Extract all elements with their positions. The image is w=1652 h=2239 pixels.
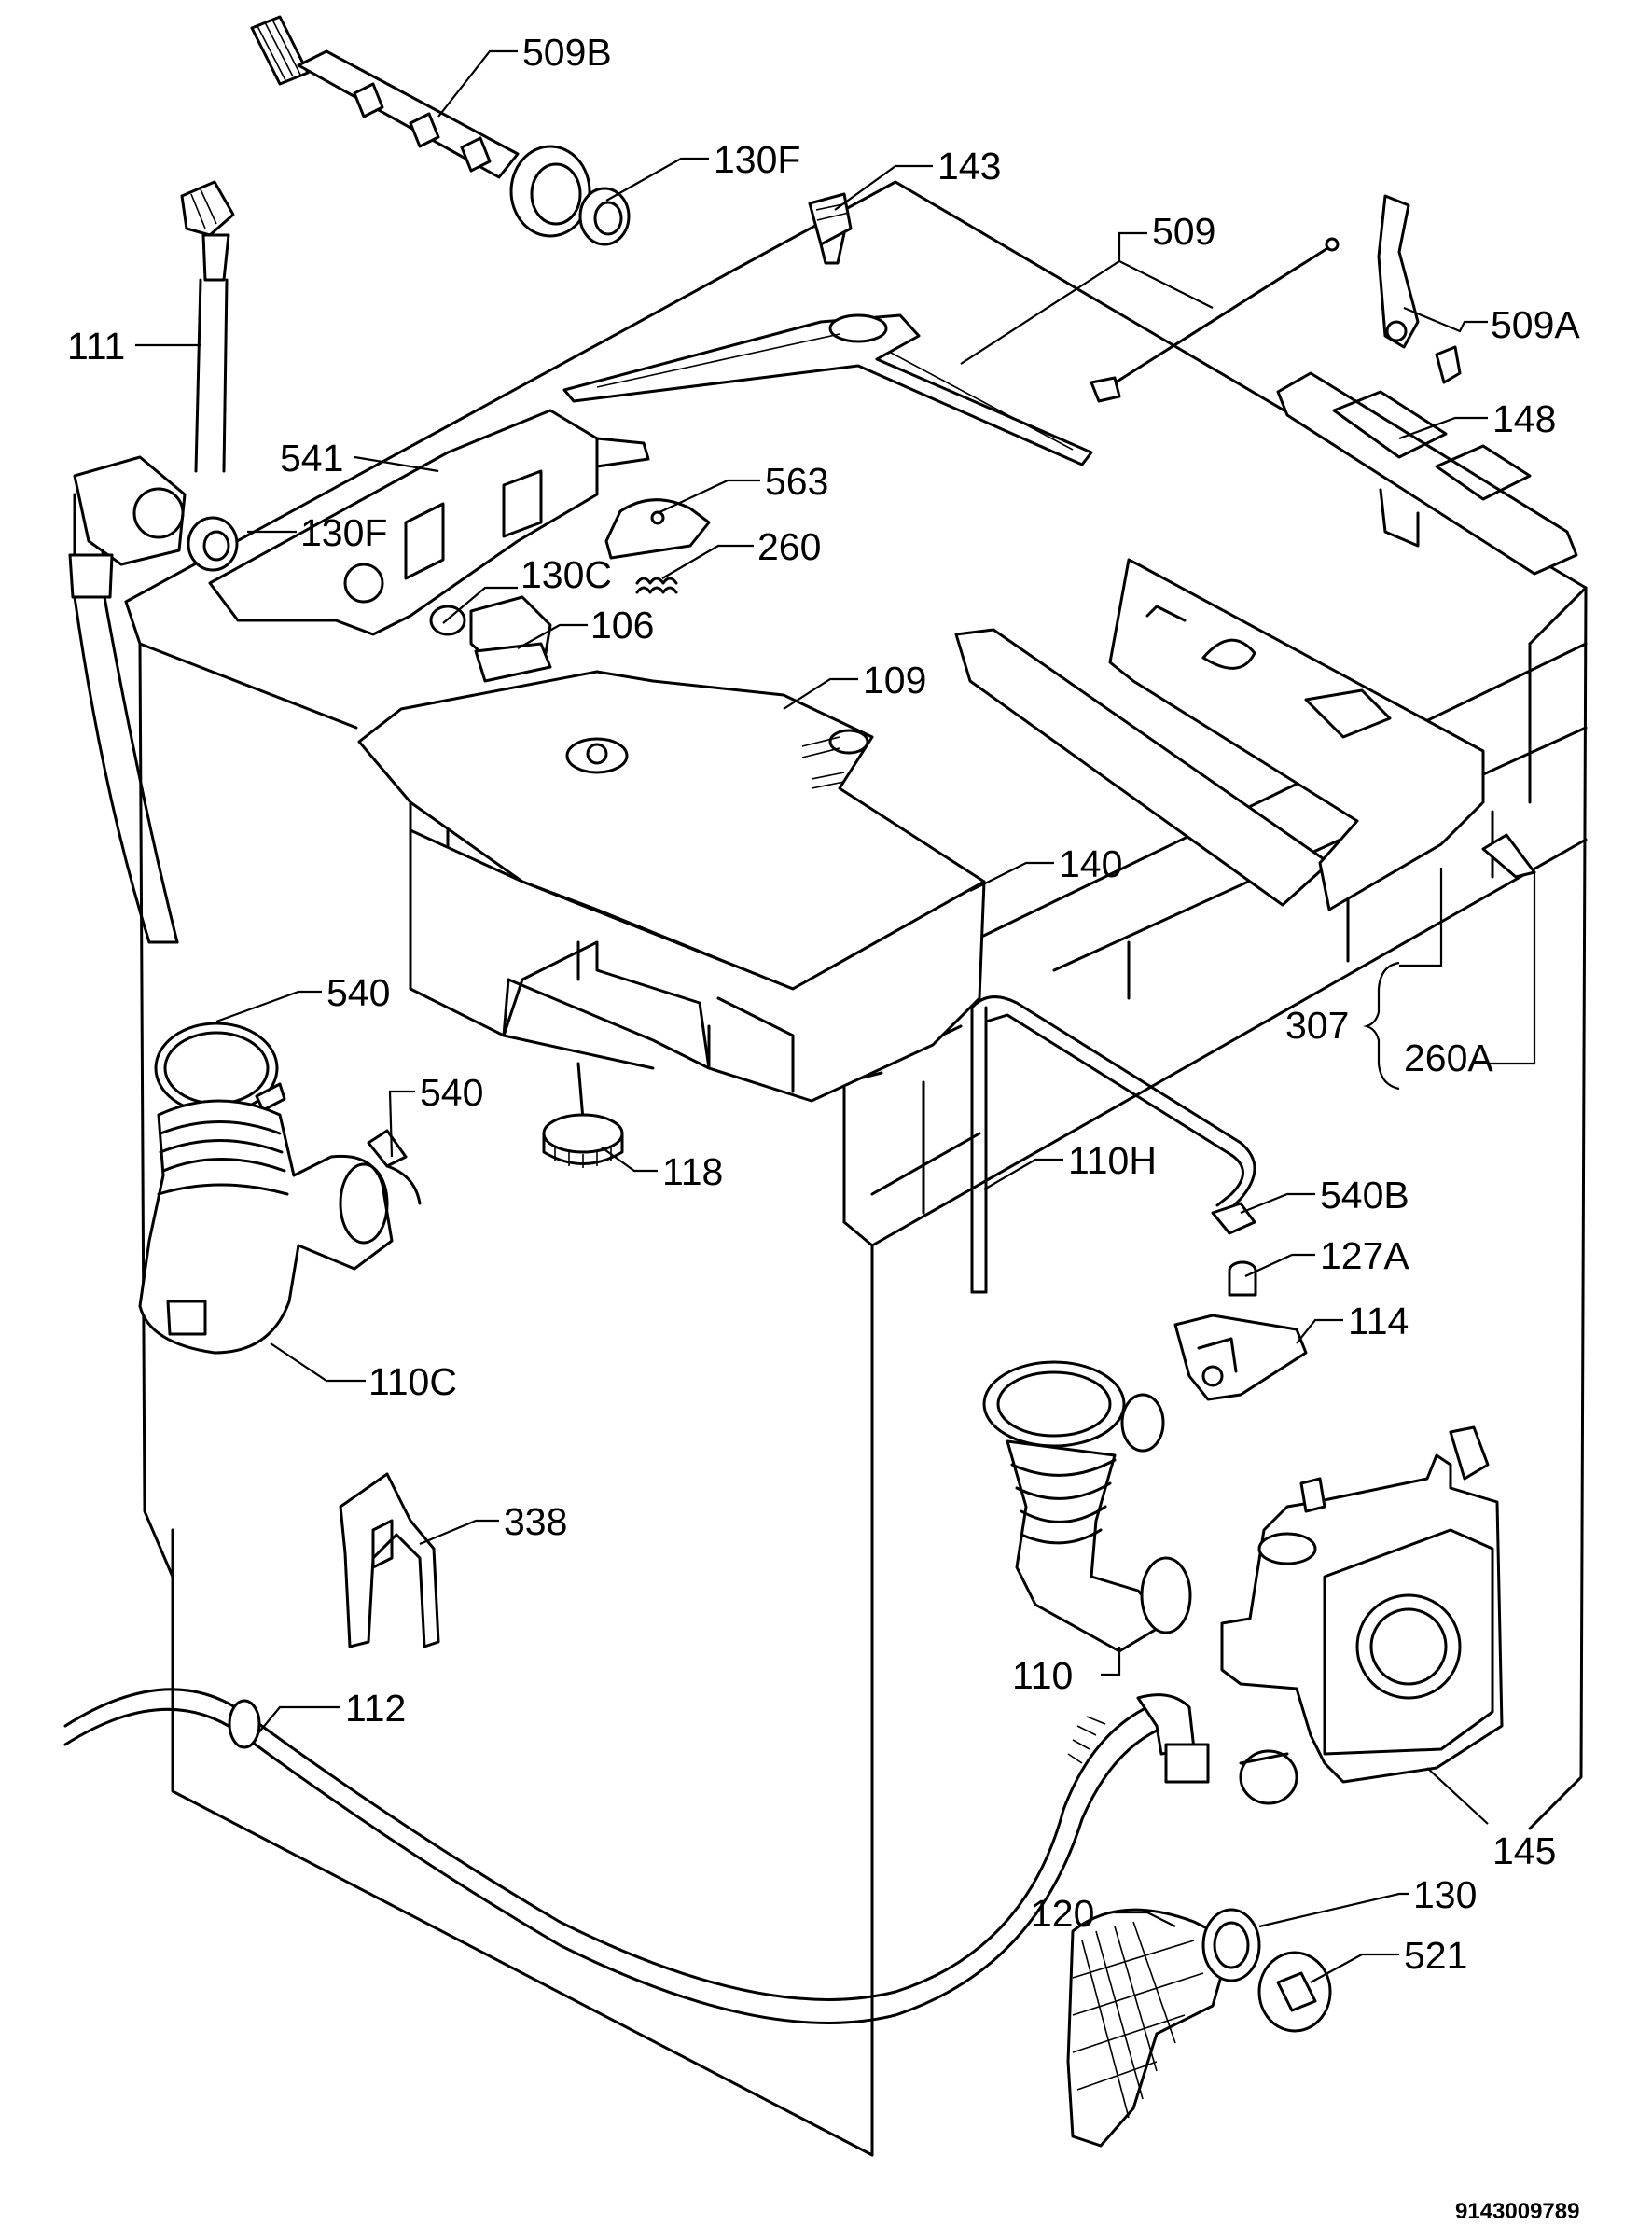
callout-label: 118 <box>662 1150 723 1193</box>
part-148-bracket <box>1276 371 1578 576</box>
callout-label: 260 <box>757 525 821 568</box>
callout-label: 307 <box>1285 1004 1349 1047</box>
part-130f-mid-washer <box>187 516 239 572</box>
part-540b-127a-114 <box>1173 1202 1308 1401</box>
callout-label: 540 <box>420 1071 483 1114</box>
part-541-bracket <box>208 409 650 636</box>
callout-label: 509 <box>1152 210 1215 253</box>
callout-label: 110C <box>368 1360 457 1403</box>
callout-label: 130F <box>300 511 387 554</box>
callout-label: 540 <box>326 971 390 1014</box>
callout-label: 145 <box>1492 1829 1556 1872</box>
part-509a-linkage <box>1090 194 1462 403</box>
part-120-130-521-filter <box>1066 1908 1332 2148</box>
callout-label: 109 <box>863 659 926 702</box>
callout-label: 148 <box>1492 397 1556 440</box>
part-540b-clamp <box>367 1129 422 1205</box>
part-260a-clip <box>1481 833 1536 879</box>
callout-label: 120 <box>1031 1892 1094 1935</box>
callout-label: 143 <box>937 145 1001 188</box>
document-number: 9143009789 <box>1455 2199 1579 2224</box>
callout-label: 509B <box>522 31 612 74</box>
callout-labels: 509B 130F 143 509 509A 111 148 541 563 1… <box>67 31 1580 2224</box>
callout-label: 111 <box>67 325 125 368</box>
callout-label: 114 <box>1348 1300 1409 1342</box>
callout-label: 110H <box>1068 1139 1157 1182</box>
callout-label: 140 <box>1059 842 1122 885</box>
part-130c-106-valve <box>429 595 552 683</box>
callout-label: 541 <box>280 437 343 480</box>
part-110c-sump <box>138 1099 394 1355</box>
callout-label: 130C <box>521 553 612 596</box>
part-118-filter <box>542 1062 624 1168</box>
callout-label: 110 <box>1012 1654 1073 1697</box>
leader-lines <box>135 49 1536 1983</box>
part-112-drain-hose <box>63 1688 1210 2024</box>
part-307-drawer <box>954 558 1485 911</box>
part-110h-hose <box>970 995 1256 1294</box>
callout-label: 130 <box>1413 1873 1477 1916</box>
callout-label: 521 <box>1404 1934 1467 1977</box>
part-110-bellows-hose <box>982 1360 1192 1653</box>
part-145-pump-housing <box>1220 1425 1504 1805</box>
callout-label: 106 <box>590 604 654 647</box>
part-509b-inlet-pipe <box>250 15 591 238</box>
callout-label: 540B <box>1320 1174 1409 1217</box>
callout-label: 509A <box>1491 303 1580 346</box>
part-140-dispenser-housing <box>409 828 986 1103</box>
part-111-inlet-hose <box>68 180 235 944</box>
callout-label: 338 <box>504 1500 567 1543</box>
part-260-spring <box>635 577 678 594</box>
part-338-clip <box>339 1472 440 1648</box>
callout-label: 112 <box>345 1687 406 1730</box>
callout-label: 127A <box>1320 1234 1409 1277</box>
part-563-cam <box>604 498 711 560</box>
part-509-lever <box>562 313 1093 466</box>
callout-label: 260A <box>1404 1036 1493 1079</box>
part-143-knob <box>808 192 853 265</box>
callout-label: 563 <box>765 460 828 503</box>
callout-label: 130F <box>714 138 800 181</box>
part-130f-top-washer <box>578 187 631 246</box>
